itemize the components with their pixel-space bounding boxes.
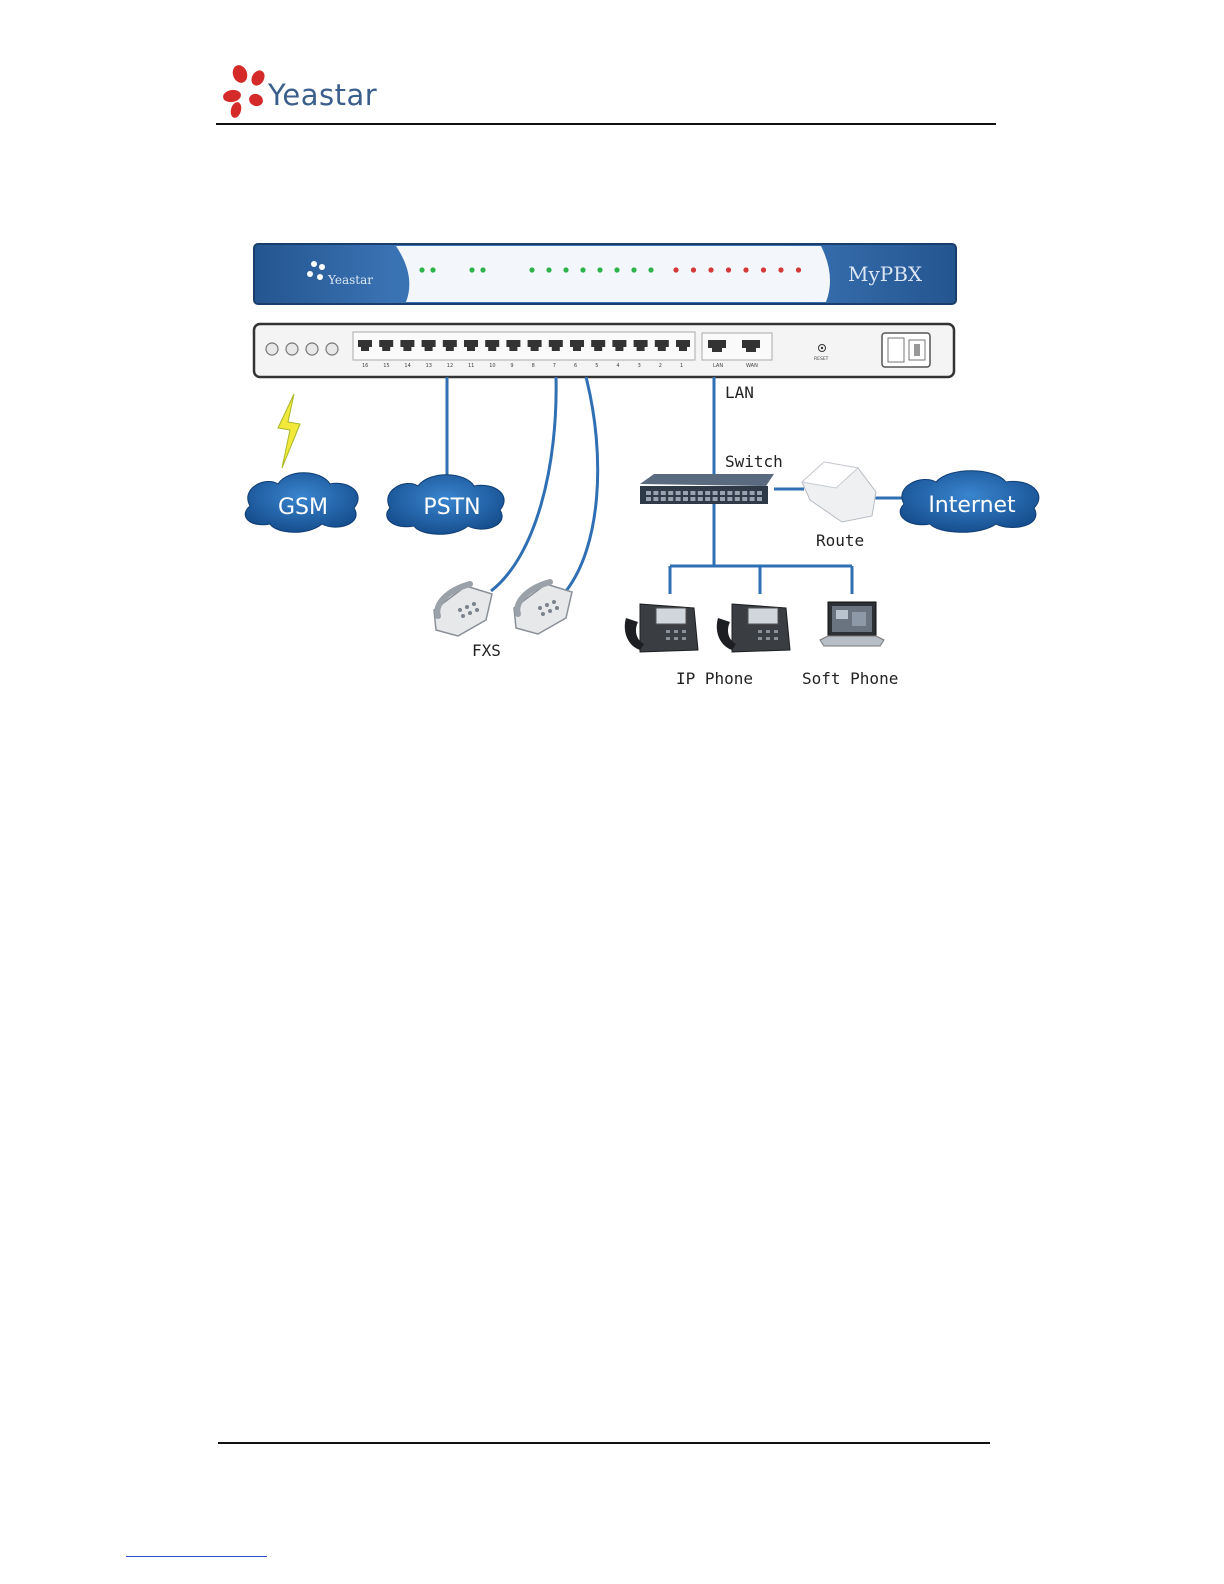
laptop-icon bbox=[820, 602, 884, 646]
gsm-cloud: GSM bbox=[245, 473, 358, 533]
port-number: 4 bbox=[616, 363, 619, 369]
pbx-back-panel: 16 15 14 13 12 11 10 9 8 7 6 5 4 3 2 1 LAN WAN RESET bbox=[254, 324, 954, 377]
port-number: 7 bbox=[553, 363, 556, 369]
reset-label: RESET bbox=[814, 356, 829, 362]
lan-port-label: LAN bbox=[713, 363, 723, 369]
internet-label: Internet bbox=[928, 493, 1016, 518]
route-label: Route bbox=[816, 531, 864, 550]
logo-text: Yeastar bbox=[268, 78, 377, 112]
wireless-signal-icon bbox=[278, 394, 300, 468]
gsm-label: GSM bbox=[278, 495, 328, 520]
footer-rule bbox=[218, 1442, 990, 1444]
pbx-front-panel: Yeastar MyPBX bbox=[254, 244, 956, 304]
soft-phone-label: Soft Phone bbox=[802, 669, 898, 688]
fxs-phone-icon bbox=[434, 584, 492, 636]
switch-icon bbox=[640, 474, 774, 504]
header-rule bbox=[216, 123, 996, 125]
fxs-phone-icon bbox=[514, 582, 572, 634]
panel-model-text: MyPBX bbox=[848, 262, 923, 286]
port-number: 3 bbox=[638, 363, 641, 369]
ip-phone-icon bbox=[717, 604, 790, 652]
panel-brand-text: Yeastar bbox=[327, 273, 373, 287]
router-icon bbox=[802, 462, 876, 522]
internet-cloud: Internet bbox=[900, 471, 1039, 533]
switch-label: Switch bbox=[725, 452, 783, 471]
port-number: 16 bbox=[362, 363, 368, 369]
port-number: 6 bbox=[574, 363, 577, 369]
port-number: 13 bbox=[426, 363, 432, 369]
network-diagram: Yeastar MyPBX 16 15 14 13 12 11 10 9 8 7 6 5 4 3 2 1 LA… bbox=[236, 236, 1056, 706]
port-number: 15 bbox=[383, 363, 389, 369]
port-number: 12 bbox=[447, 363, 453, 369]
port-number: 9 bbox=[510, 363, 513, 369]
ip-phone-label: IP Phone bbox=[676, 669, 753, 688]
port-number: 8 bbox=[532, 363, 535, 369]
port-number: 1 bbox=[680, 363, 683, 369]
port-number: 11 bbox=[468, 363, 474, 369]
port-number: 14 bbox=[404, 363, 410, 369]
ip-phone-icon bbox=[625, 604, 698, 652]
wan-port-label: WAN bbox=[746, 363, 758, 369]
fxs-label: FXS bbox=[472, 641, 501, 660]
port-number: 10 bbox=[489, 363, 495, 369]
port-number: 5 bbox=[595, 363, 598, 369]
pstn-label: PSTN bbox=[423, 495, 480, 520]
port-number: 2 bbox=[659, 363, 662, 369]
footer-link-underline bbox=[126, 1556, 267, 1557]
lan-label: LAN bbox=[725, 383, 754, 402]
pstn-cloud: PSTN bbox=[387, 475, 504, 535]
